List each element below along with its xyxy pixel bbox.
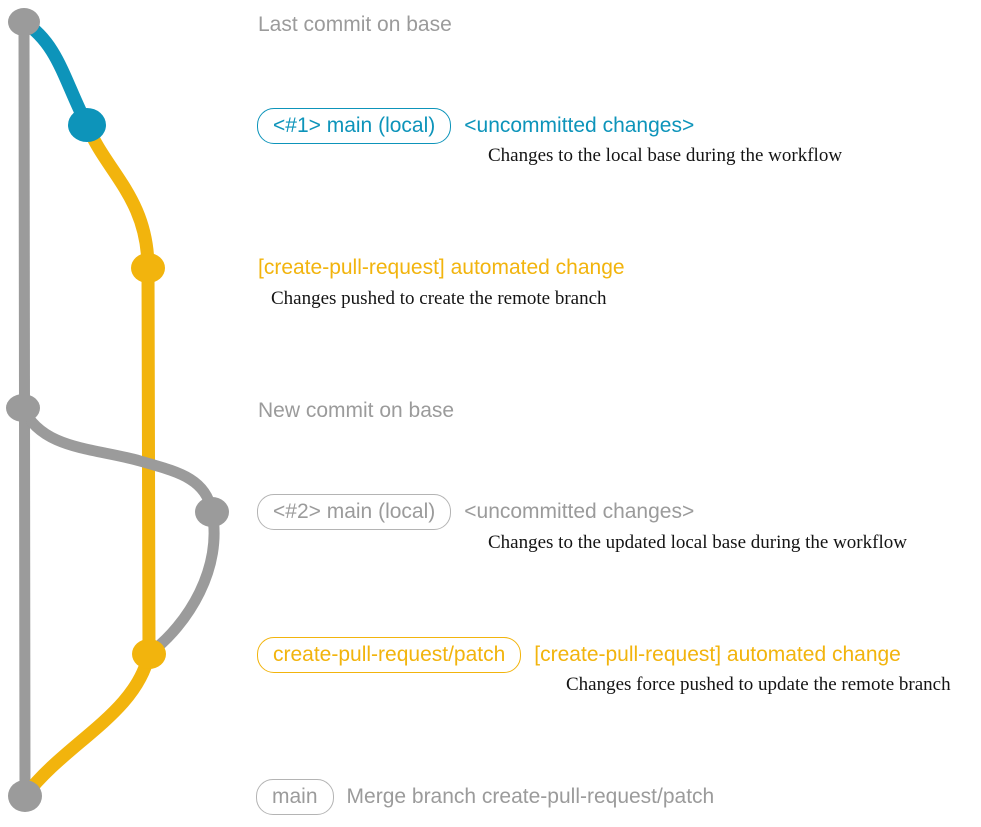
note-new-commit-row: New commit on base <box>258 399 454 423</box>
commit-dot-patch-1 <box>131 253 165 283</box>
branch-label-main-local-2: <#2> main (local) <box>257 494 452 531</box>
commit-graph <box>6 8 229 812</box>
branch-label-main-local-1: <#1> main (local) <box>257 108 452 145</box>
automated1-caption: Changes pushed to create the remote bran… <box>271 288 607 309</box>
branch-label-patch: create-pull-request/patch <box>257 637 522 674</box>
branch2-row: <#2> main (local) <uncommitted changes> <box>257 494 695 531</box>
commit-dot-base-last <box>8 8 40 36</box>
branch-label-main: main <box>256 779 334 816</box>
automated1-row: [create-pull-request] automated change <box>258 256 625 280</box>
new-commit-note: New commit on base <box>258 399 455 422</box>
patch-branch-upper-line <box>80 118 155 275</box>
automated-change-title-2: [create-pull-request] automated change <box>534 643 901 667</box>
commit-dot-merge <box>8 780 42 812</box>
uncommitted-changes-label-2: <uncommitted changes> <box>464 500 695 524</box>
main-local2-merge-line <box>143 506 220 660</box>
main-local-branch-line <box>17 15 94 132</box>
commit-dot-patch-2 <box>132 639 166 669</box>
merge-row: main Merge branch create-pull-request/pa… <box>256 779 715 816</box>
commit-dot-main-local-2 <box>195 497 229 527</box>
main-local2-branch-line <box>17 402 218 518</box>
patch-row: create-pull-request/patch [create-pull-r… <box>257 637 901 674</box>
automated-change-title-1: [create-pull-request] automated change <box>258 256 625 279</box>
note-last-commit-row: Last commit on base <box>258 13 452 37</box>
commit-dot-base-new <box>6 394 40 422</box>
commit-dot-main-local-1 <box>68 108 106 142</box>
last-commit-note: Last commit on base <box>258 13 452 36</box>
branch2-caption: Changes to the updated local base during… <box>488 532 907 553</box>
patch-caption: Changes force pushed to update the remot… <box>566 674 951 695</box>
branch1-caption: Changes to the local base during the wor… <box>488 145 843 166</box>
patch-branch-merge-line <box>18 647 156 803</box>
uncommitted-changes-label-1: <uncommitted changes> <box>464 114 695 138</box>
merge-message: Merge branch create-pull-request/patch <box>346 785 715 809</box>
branch1-row: <#1> main (local) <uncommitted changes> <box>257 108 695 145</box>
